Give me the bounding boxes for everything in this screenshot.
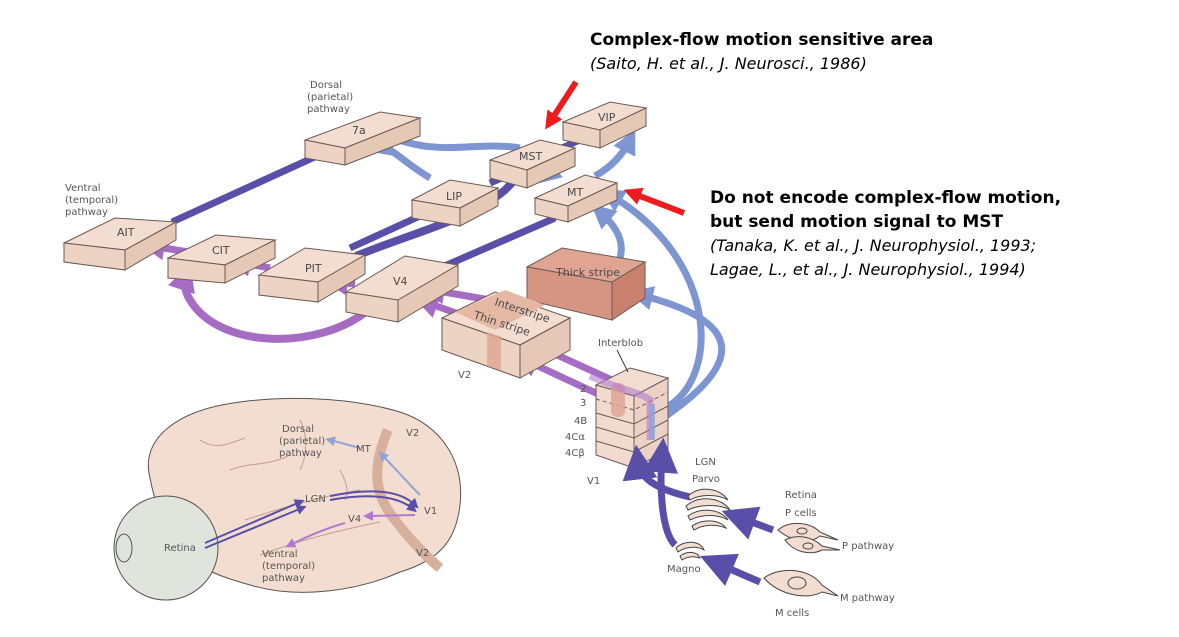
label-mt: MT <box>567 186 583 199</box>
red-arrow-mt <box>623 187 686 216</box>
path-mcells-magno <box>699 553 762 587</box>
label-retina: Retina <box>785 490 817 501</box>
dorsal-connections <box>367 126 726 423</box>
mst-annotation-citation: (Saito, H. et al., J. Neurosci., 1986) <box>590 54 867 73</box>
svg-text:(temporal): (temporal) <box>65 195 118 206</box>
area-7a: 7a <box>303 111 422 166</box>
label-m-pathway: M pathway <box>840 593 895 604</box>
svg-text:pathway: pathway <box>307 104 350 115</box>
v1-layer-labels: 2 3 4B 4Cα 4Cβ <box>565 384 587 459</box>
inset-label-retina: Retina <box>164 543 196 554</box>
svg-text:pathway: pathway <box>65 207 108 218</box>
dorsal-pathway-label: Dorsal (parietal) pathway <box>307 80 353 115</box>
label-cit: CIT <box>212 244 230 257</box>
mt-annotation-line1: Do not encode complex-flow motion, <box>710 188 1062 208</box>
label-ait: AIT <box>117 226 135 239</box>
inset-label-v2-top: V2 <box>406 428 419 439</box>
ventral-pathway-label: Ventral (temporal) pathway <box>65 183 118 218</box>
inset-label-mt: MT <box>356 444 372 455</box>
area-pit: PIT <box>257 247 367 303</box>
brain-inset: Dorsal (parietal) pathway MT V2 LGN V1 V… <box>113 397 462 601</box>
retina-p-cells-icon <box>777 523 841 554</box>
area-mst: MST <box>488 139 577 189</box>
area-ait: AIT <box>62 217 178 271</box>
svg-text:Dorsal: Dorsal <box>310 80 342 91</box>
label-7a: 7a <box>352 124 366 137</box>
mt-annotation-citation2: Lagae, L., et al., J. Neurophysiol., 199… <box>710 260 1026 279</box>
arrow-v4-cit-loop <box>168 263 371 343</box>
area-mt: MT <box>533 174 619 223</box>
label-v1: V1 <box>587 476 600 487</box>
lgn-to-v1-paths <box>622 437 775 587</box>
area-lip: LIP <box>410 179 500 227</box>
area-v1-cube <box>588 367 670 469</box>
arrow-mt-vip <box>593 129 636 180</box>
area-thick-stripe: Thick stripe <box>525 247 647 321</box>
svg-text:(parietal): (parietal) <box>307 92 353 103</box>
red-arrow-mst <box>545 80 579 130</box>
layer-3: 3 <box>580 398 586 409</box>
label-m-cells: M cells <box>775 608 809 619</box>
label-p-cells: P cells <box>785 508 817 519</box>
mt-annotation-line2: but send motion signal to MST <box>710 212 1004 232</box>
svg-text:Ventral: Ventral <box>65 183 101 194</box>
label-vip: VIP <box>598 111 616 124</box>
layer-2: 2 <box>580 384 586 395</box>
layer-4ca: 4Cα <box>565 432 585 443</box>
interblob-pointer <box>616 349 629 373</box>
mt-annotation-citation1: (Tanaka, K. et al., J. Neurophysiol., 19… <box>710 236 1037 255</box>
area-cit: CIT <box>166 234 277 284</box>
eye-lens <box>115 533 133 563</box>
arrow-v1-thick <box>628 286 726 423</box>
label-pit: PIT <box>305 262 322 275</box>
inset-label-ventral-3: pathway <box>262 573 305 584</box>
inset-label-ventral-1: Ventral <box>262 549 298 560</box>
lgn-magno-icon <box>675 541 706 561</box>
label-parvo: Parvo <box>692 474 720 485</box>
label-lip: LIP <box>446 190 462 203</box>
label-lgn: LGN <box>695 457 716 468</box>
path-ait-7a <box>170 146 332 226</box>
label-mst: MST <box>519 150 542 163</box>
layer-4cb: 4Cβ <box>565 448 585 459</box>
inset-label-ventral-2: (temporal) <box>262 561 315 572</box>
lgn-parvo-icon <box>685 488 731 531</box>
inset-label-lgn: LGN <box>305 494 326 505</box>
path-parvo-v1 <box>622 444 691 501</box>
arrow-lip-7a <box>368 132 432 182</box>
eyeball <box>113 495 219 601</box>
label-p-pathway: P pathway <box>842 541 894 552</box>
inset-label-v4: V4 <box>348 514 361 525</box>
label-v4: V4 <box>393 275 408 288</box>
inset-label-dorsal-3: pathway <box>279 448 322 459</box>
mst-annotation-title: Complex-flow motion sensitive area <box>590 30 934 50</box>
label-v2: V2 <box>458 370 471 381</box>
mst-annotation: Complex-flow motion sensitive area (Sait… <box>590 28 933 76</box>
mt-annotation: Do not encode complex-flow motion, but s… <box>710 186 1061 282</box>
path-magno-v1 <box>643 437 679 548</box>
path-v4-mt <box>438 214 557 272</box>
inset-label-dorsal-1: Dorsal <box>282 424 314 435</box>
arrow-thick-mt <box>591 204 625 259</box>
area-vip: VIP <box>561 101 648 149</box>
inset-label-v1: V1 <box>424 506 437 517</box>
layer-4b: 4B <box>574 416 587 427</box>
area-v2-block: Interstripe Thin stripe <box>440 290 572 379</box>
label-interblob: Interblob <box>598 338 643 349</box>
label-thick-stripe: Thick stripe <box>555 266 620 279</box>
path-pcells-parvo <box>721 506 775 540</box>
retina-m-cell-icon <box>763 569 839 597</box>
inset-label-v2-bottom: V2 <box>416 548 429 559</box>
area-v4: V4 <box>344 255 460 323</box>
inset-label-dorsal-2: (parietal) <box>279 436 325 447</box>
label-magno: Magno <box>667 564 701 575</box>
